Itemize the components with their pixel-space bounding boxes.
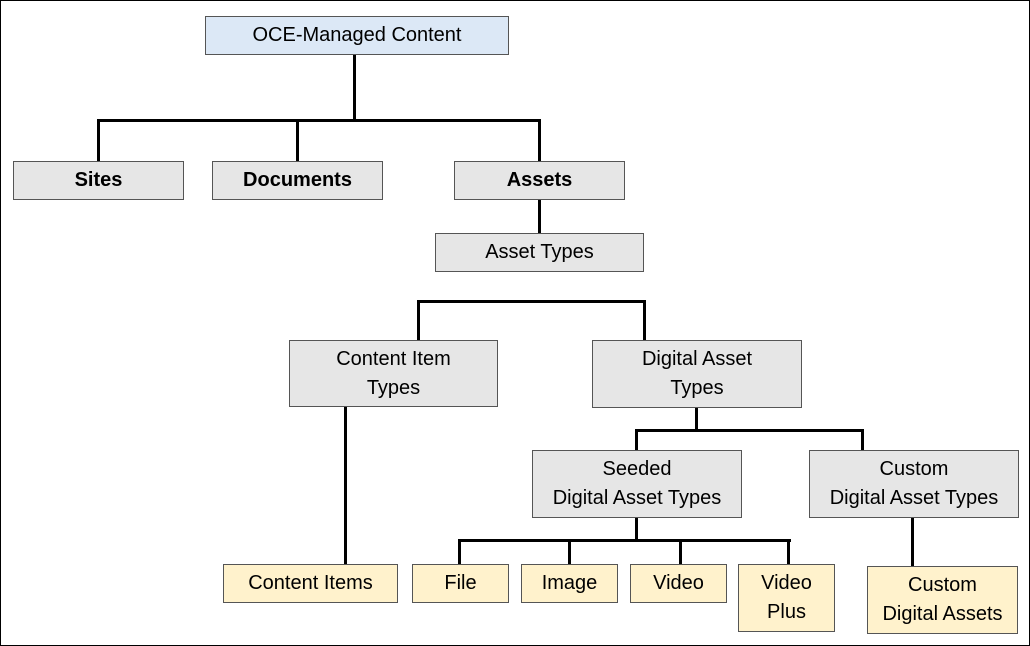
node-video: Video — [630, 564, 727, 603]
connector-to-content-item-types — [417, 300, 420, 340]
connector-to-seeded — [635, 429, 638, 450]
node-file: File — [412, 564, 509, 603]
connector-to-video-plus — [787, 539, 790, 564]
node-custom-digital-asset-types: Custom Digital Asset Types — [809, 450, 1019, 518]
connector-to-assets — [538, 119, 541, 161]
node-content-item-types: Content Item Types — [289, 340, 498, 407]
connector-to-image — [568, 539, 571, 564]
connector-level4-bar — [635, 429, 864, 432]
connector-custom-to-assets — [911, 517, 914, 566]
connector-content-item-types-to-items — [344, 406, 347, 564]
node-digital-asset-types: Digital Asset Types — [592, 340, 802, 408]
connector-assets-to-asset-types — [538, 199, 541, 233]
node-custom-digital-assets: Custom Digital Assets — [867, 566, 1018, 634]
connector-root-down — [353, 54, 356, 121]
node-video-plus: Video Plus — [738, 564, 835, 632]
connector-seeded-leaves-bar — [458, 539, 791, 542]
node-asset-types: Asset Types — [435, 233, 644, 272]
node-oce-managed-content: OCE-Managed Content — [205, 16, 509, 55]
connector-digital-asset-types-down — [695, 407, 698, 431]
node-assets: Assets — [454, 161, 625, 200]
connector-level1-bar — [97, 119, 541, 122]
node-image: Image — [521, 564, 618, 603]
connector-to-digital-asset-types — [643, 300, 646, 340]
connector-to-custom — [861, 429, 864, 450]
node-sites: Sites — [13, 161, 184, 200]
connector-to-sites — [97, 119, 100, 161]
node-seeded-digital-asset-types: Seeded Digital Asset Types — [532, 450, 742, 518]
connector-to-documents — [296, 119, 299, 161]
node-content-items: Content Items — [223, 564, 398, 603]
connector-level3-bar — [417, 300, 646, 303]
connector-seeded-down — [635, 517, 638, 541]
connector-to-video — [679, 539, 682, 564]
node-documents: Documents — [212, 161, 383, 200]
connector-to-file — [458, 539, 461, 564]
